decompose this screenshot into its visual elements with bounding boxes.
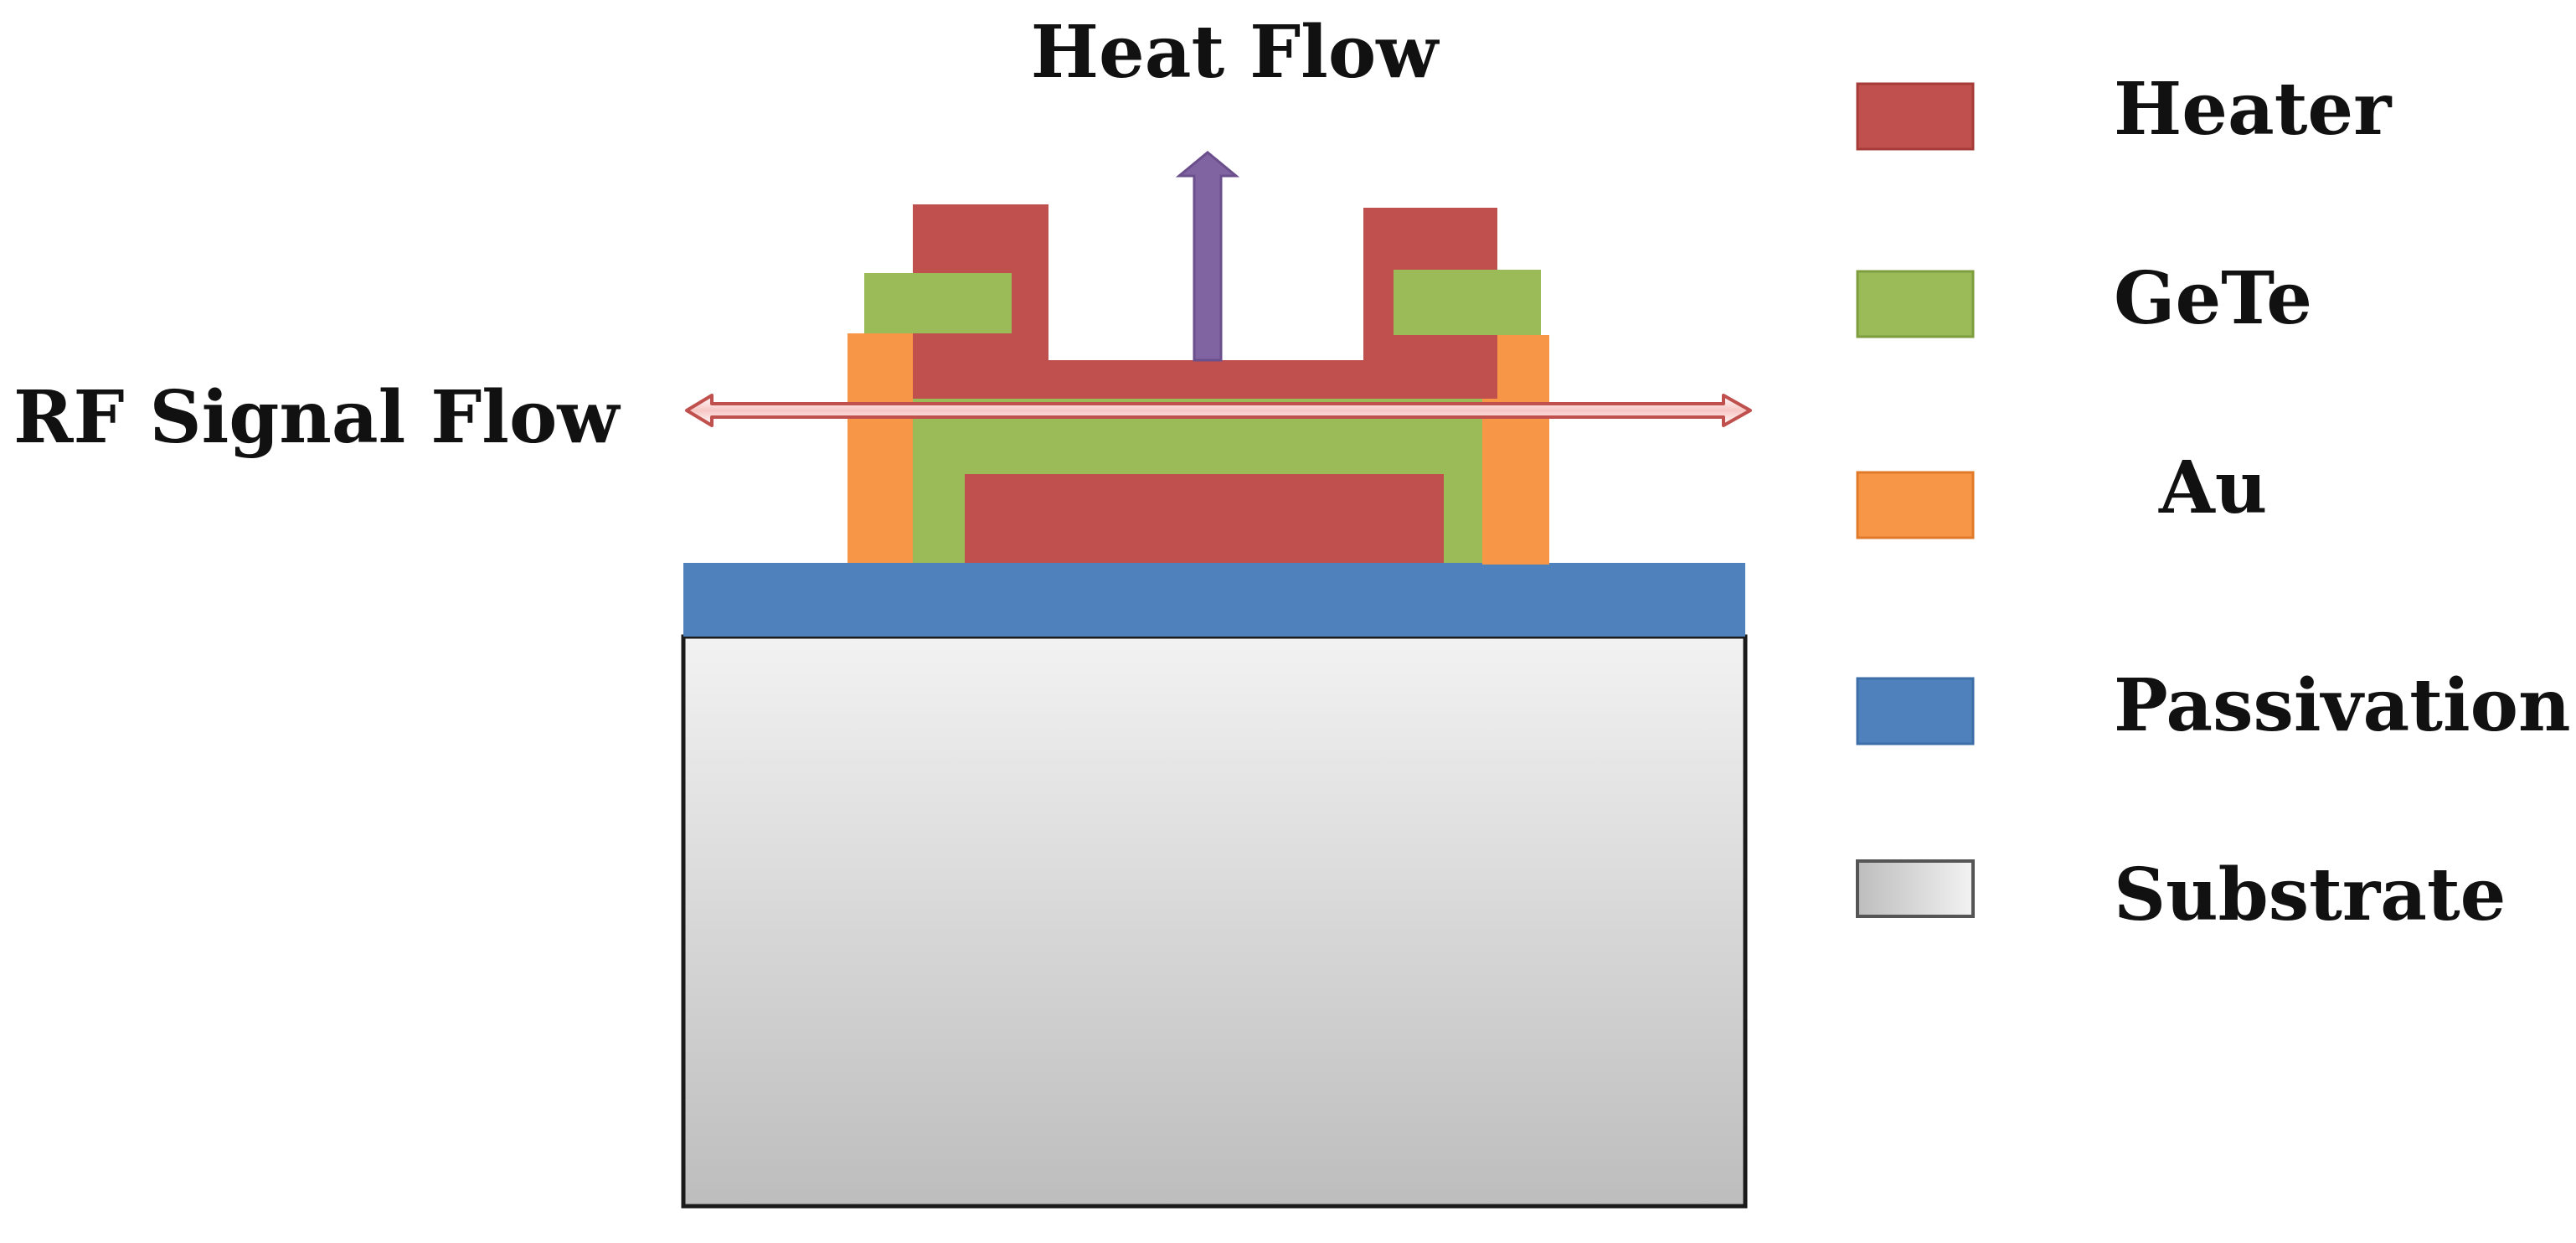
legend-label-gete: GeTe — [2114, 256, 2312, 341]
legend-label-heater: Heater — [2114, 67, 2393, 152]
legend-item-passivation: Passivation — [1856, 663, 2571, 748]
rf-signal-flow-label: RF Signal Flow — [13, 375, 621, 460]
legend-label-substrate: Substrate — [2114, 853, 2506, 937]
legend-swatch-gete — [1856, 270, 1975, 338]
legend: Heater GeTe Au Passivation Substrate — [1856, 67, 2571, 937]
legend-item-au: Au — [1856, 446, 2267, 539]
gete-cap-left — [864, 273, 1012, 333]
heater-top-left — [913, 204, 1048, 273]
rf-signal-flow-arrow-shape — [685, 394, 1752, 427]
legend-swatch-substrate — [1856, 859, 1975, 918]
rf-signal-flow-arrow — [685, 394, 1752, 427]
heater-top-right — [1363, 208, 1497, 270]
legend-swatch-heater — [1856, 82, 1975, 151]
legend-item-heater: Heater — [1856, 67, 2393, 152]
passivation-layer — [683, 563, 1745, 637]
device-cross-section — [681, 204, 1748, 1209]
legend-swatch-au — [1856, 471, 1975, 539]
legend-swatch-passivation — [1856, 677, 1975, 745]
heater-lower — [965, 474, 1444, 563]
heat-flow-arrow-shape — [1175, 151, 1240, 362]
legend-label-passivation: Passivation — [2114, 663, 2571, 748]
legend-item-gete: GeTe — [1856, 256, 2312, 341]
gete-cap-right — [1394, 270, 1541, 335]
legend-item-substrate: Substrate — [1856, 853, 2506, 937]
heat-flow-label: Heat Flow — [1031, 10, 1440, 95]
substrate-layer — [681, 634, 1748, 1209]
legend-label-au: Au — [2158, 446, 2267, 530]
heat-flow-arrow — [1175, 151, 1240, 362]
